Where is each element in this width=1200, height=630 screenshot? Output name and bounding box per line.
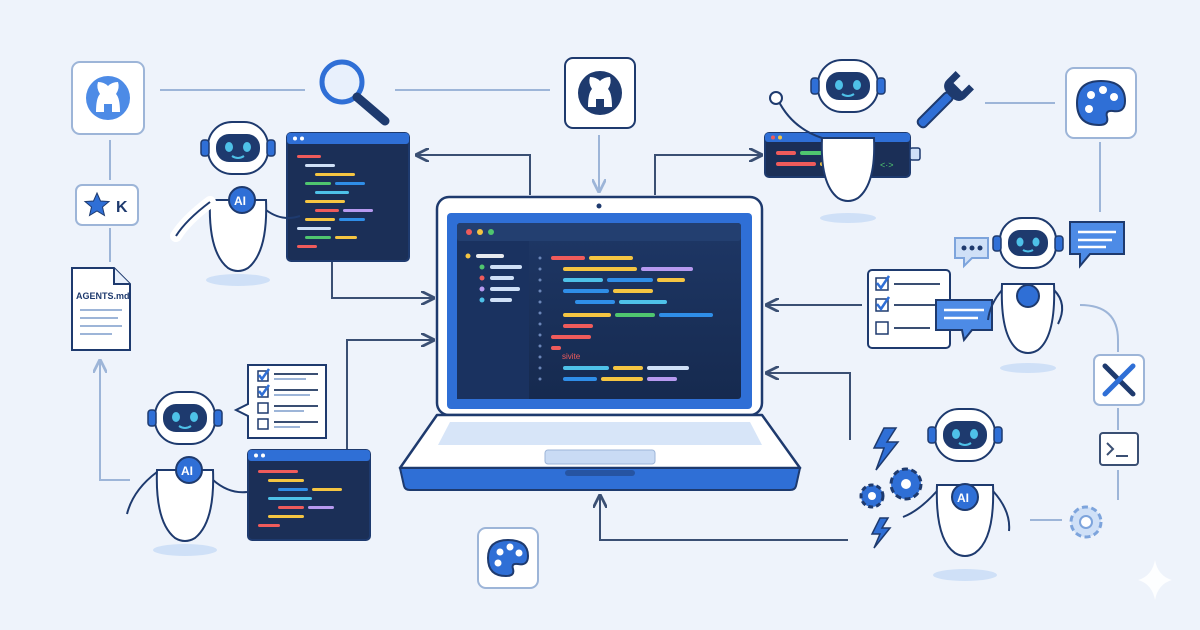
laptop-keyboard	[438, 422, 762, 445]
laptop-base-edge	[398, 467, 802, 491]
robot-mid-right	[987, 217, 1064, 373]
connector-line	[1079, 304, 1119, 352]
window-dot	[488, 229, 494, 235]
gear-icon	[889, 467, 923, 501]
connector-arrow	[600, 497, 848, 541]
terminal-icon	[1099, 432, 1139, 466]
lightning-icon	[870, 517, 892, 549]
tools-icon	[1102, 363, 1136, 397]
connector-arrow	[100, 362, 130, 481]
code-word: sivite	[562, 352, 581, 361]
robot-bottom-right: AI	[902, 408, 1011, 581]
connector-arrow	[331, 262, 432, 298]
gears-cluster	[859, 427, 923, 549]
palette-icon	[486, 538, 530, 578]
lightning-icon	[872, 427, 900, 471]
typing-bubble-icon	[954, 237, 989, 269]
robot-top-left: AI	[170, 121, 301, 286]
checklist-left	[233, 364, 327, 439]
editor-sidebar	[457, 241, 529, 399]
chat-bubble-icon-top	[1069, 221, 1125, 269]
laptop-camera	[596, 203, 602, 209]
robot-badge: AI	[957, 491, 969, 505]
robot-top-right	[769, 59, 886, 223]
search-icon	[319, 59, 390, 126]
central-laptop: sivite	[398, 195, 802, 491]
palette-icon-card-bottom	[477, 527, 539, 589]
connector-arrow	[346, 340, 432, 450]
wrench-icon	[916, 71, 974, 129]
window-dot	[466, 229, 472, 235]
editor-sidebar-items	[465, 253, 522, 303]
checklist-icon	[257, 368, 318, 430]
gear-icon	[859, 483, 885, 509]
connectors	[100, 89, 1119, 541]
editor-titlebar	[457, 223, 741, 241]
code-panel-bottom-left	[247, 449, 371, 541]
palette-icon-card-top	[1065, 67, 1137, 139]
connector-arrow	[654, 155, 760, 195]
editor-code: sivite	[538, 256, 713, 381]
agents-file-name: AGENTS.md	[76, 291, 130, 301]
laptop-trackpad	[544, 449, 656, 465]
star-key-label: K	[116, 199, 128, 216]
github-icon	[86, 76, 130, 120]
connector-arrow	[418, 155, 531, 195]
robot-badge: AI	[234, 194, 246, 208]
sparkle-icon	[1138, 560, 1172, 600]
window-dot	[477, 229, 483, 235]
code-panel-top-left	[286, 132, 410, 262]
terminal-prompt: <·>	[880, 160, 894, 170]
agents-document: AGENTS.md	[71, 267, 131, 351]
github-icon-card-left	[71, 61, 145, 135]
robot-bottom-left: AI	[126, 391, 248, 556]
palette-icon	[1075, 79, 1127, 127]
star-icon	[83, 191, 111, 217]
checklist-icon	[875, 275, 940, 335]
laptop-notch	[565, 470, 635, 476]
gear-icon	[1069, 505, 1103, 539]
github-icon-card-top	[564, 57, 636, 129]
checklist-right	[867, 269, 951, 349]
connector-arrow	[768, 373, 851, 440]
star-key-card: K	[75, 184, 139, 226]
tools-icon-card	[1093, 354, 1145, 406]
github-icon	[578, 71, 622, 115]
robot-badge: AI	[181, 464, 193, 478]
